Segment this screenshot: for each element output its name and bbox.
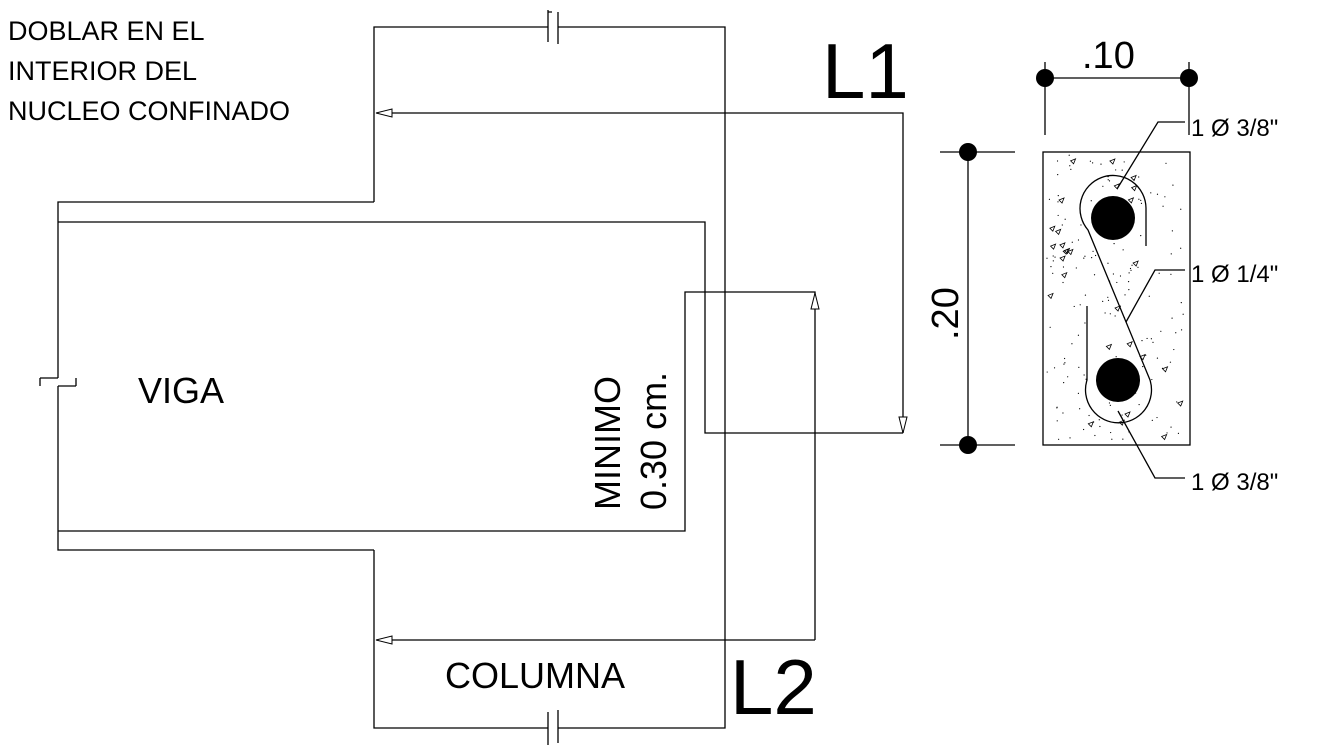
stirrup-label: 1 Ø 1/4" <box>1191 261 1278 288</box>
leader-stirrup <box>1125 269 1185 323</box>
break-mark-bottom <box>547 710 559 745</box>
beam-outline <box>39 201 903 640</box>
width-dimension: .10 <box>1036 35 1198 135</box>
leader-top <box>1116 121 1185 190</box>
note-line-3: NUCLEO CONFINADO <box>8 96 290 126</box>
column-outline <box>373 10 726 745</box>
beam-label: VIGA <box>138 370 224 411</box>
top-bar-label: 1 Ø 3/8" <box>1191 115 1278 142</box>
rebar-l2 <box>375 292 820 645</box>
beam-cross-section: 1 Ø 3/8" 1 Ø 1/4" 1 Ø 3/8" <box>1042 115 1278 496</box>
height-dimension: .20 <box>925 143 1015 454</box>
minimum-label: MINIMO <box>587 376 628 510</box>
break-mark-left <box>39 377 77 387</box>
l2-label: L2 <box>730 643 817 731</box>
l1-label: L1 <box>822 27 909 115</box>
note-line-2: INTERIOR DEL <box>8 56 197 86</box>
concrete-hatch <box>1046 154 1184 441</box>
break-mark-top <box>547 10 559 44</box>
note-line-1: DOBLAR EN EL <box>8 16 205 46</box>
bottom-bar-label: 1 Ø 3/8" <box>1191 469 1278 496</box>
top-rebar <box>1091 196 1135 240</box>
column-label: COLUMNA <box>445 655 625 696</box>
height-dim-label: .20 <box>925 287 967 340</box>
leader-bottom <box>1117 410 1185 479</box>
bottom-rebar <box>1096 358 1140 402</box>
stirrup-hook <box>1079 174 1153 424</box>
width-dim-label: .10 <box>1082 35 1135 77</box>
rebar-l1 <box>375 108 908 434</box>
minimum-value: 0.30 cm. <box>633 372 674 510</box>
